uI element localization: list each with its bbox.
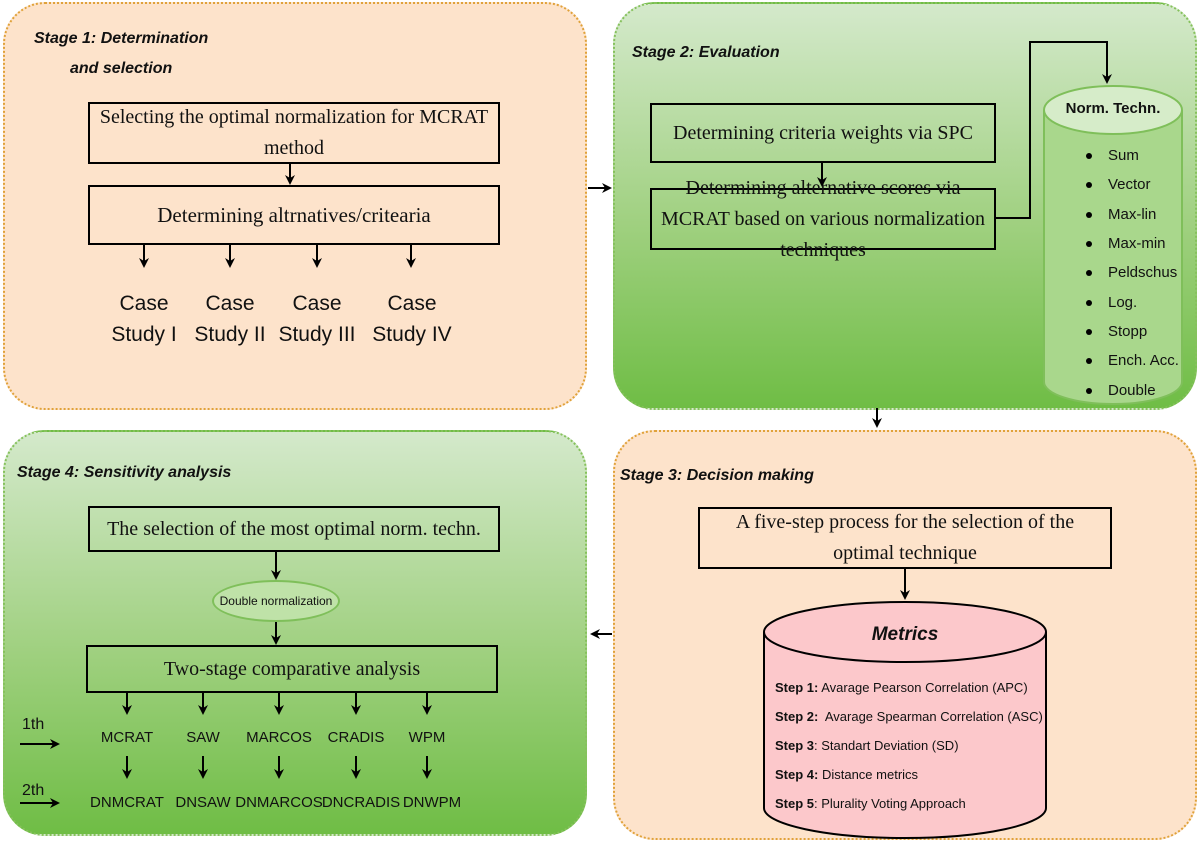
case-study-3-line2: Study III [278, 323, 356, 346]
stage2-alternative-scores-box: Determining alternative scores via MCRAT… [650, 177, 996, 261]
metric-step-5-text: : Plurality Voting Approach [814, 796, 966, 811]
stage1-title-line1: Stage 1: Determination [34, 30, 209, 47]
row2-label: 2th [22, 782, 45, 799]
case-study-2-line2: Study II [194, 323, 266, 346]
method-dnsaw: DNSAW [175, 794, 231, 811]
stage1-title-line2: and selection [70, 60, 173, 77]
technique-max-min: Max-min [1108, 235, 1166, 252]
metric-step-5: Step 5: Plurality Voting Approach [775, 796, 966, 811]
case-study-3: Case Study III [269, 288, 365, 350]
metric-step-4-label: Step 4: [775, 767, 819, 782]
method-dnwpm: DNWPM [402, 794, 462, 811]
stage2-title: Stage 2: Evaluation [632, 44, 780, 61]
technique-ench-acc: Ench. Acc. [1108, 352, 1179, 369]
stage4-title: Stage 4: Sensitivity analysis [17, 464, 232, 481]
bullet-icon [1086, 329, 1092, 335]
method-dnmcrat: DNMCRAT [90, 794, 164, 811]
case-study-1-line1: Case [119, 292, 169, 315]
case-study-4-line1: Case [387, 292, 437, 315]
row1-label: 1th [22, 716, 45, 733]
metric-step-4: Step 4: Distance metrics [775, 767, 918, 782]
case-study-1-line2: Study I [111, 323, 177, 346]
metric-step-2: Step 2: Avarage Spearman Correlation (AS… [775, 709, 1043, 724]
case-study-2: Case Study II [182, 288, 278, 350]
technique-peldschus: Peldschus [1108, 264, 1178, 281]
stage3-title: Stage 3: Decision making [620, 467, 814, 484]
metric-step-1: Step 1: Avarage Pearson Correlation (APC… [775, 680, 1028, 695]
stage4-optimal-selection-box: The selection of the most optimal norm. … [88, 506, 500, 552]
metric-step-5-label: Step 5 [775, 796, 815, 811]
bullet-icon [1086, 300, 1092, 306]
case-study-3-line1: Case [292, 292, 342, 315]
stage3-five-step-box: A five-step process for the selection of… [698, 507, 1112, 569]
bullet-icon [1086, 270, 1092, 276]
method-dnmarcos: DNMARCOS [235, 794, 323, 811]
stage2-criteria-weights-box: Determining criteria weights via SPC [650, 103, 996, 163]
double-normalization-ellipse: Double normalization [212, 580, 340, 622]
bullet-icon [1086, 153, 1092, 159]
technique-sum: Sum [1108, 147, 1139, 164]
method-dncradis: DNCRADIS [321, 794, 401, 811]
case-study-1: Case Study I [96, 288, 192, 350]
case-study-4-line2: Study IV [372, 323, 452, 346]
stage1-title: Stage 1: Determination and selection [34, 24, 208, 84]
bullet-icon [1086, 212, 1092, 218]
method-marcos: MARCOS [246, 729, 312, 746]
metric-step-4-text: Distance metrics [818, 767, 919, 782]
stage1-alternatives-criteria-box: Determining altrnatives/critearia [88, 185, 500, 245]
method-mcrat: MCRAT [100, 729, 154, 746]
metric-step-1-text: Avarage Pearson Correlation (APC) [818, 680, 1028, 695]
metrics-title: Metrics [871, 624, 939, 645]
bullet-icon [1086, 388, 1092, 394]
method-wpm: WPM [408, 729, 446, 746]
metric-step-3: Step 3: Standart Deviation (SD) [775, 738, 959, 753]
metric-step-2-label: Step 2: [775, 709, 819, 724]
metric-step-3-text: : Standart Deviation (SD) [814, 738, 959, 753]
metric-step-1-label: Step 1: [775, 680, 819, 695]
norm-techniques-title: Norm. Techn. [1065, 100, 1161, 117]
bullet-icon [1086, 182, 1092, 188]
bullet-icon [1086, 358, 1092, 364]
bullet-icon [1086, 241, 1092, 247]
method-cradis: CRADIS [327, 729, 385, 746]
metric-step-3-label: Step 3 [775, 738, 815, 753]
stage4-comparative-analysis-box: Two-stage comparative analysis [86, 645, 498, 693]
technique-double: Double [1108, 382, 1156, 399]
case-study-4: Case Study IV [364, 288, 460, 350]
case-study-2-line1: Case [205, 292, 255, 315]
technique-log: Log. [1108, 294, 1138, 311]
stage4-panel [3, 430, 587, 836]
metric-step-2-text: Avarage Spearman Correlation (ASC) [818, 709, 1043, 724]
technique-max-lin: Max-lin [1108, 206, 1157, 223]
stage1-optimal-normalization-box: Selecting the optimal normalization for … [88, 102, 500, 164]
method-saw: SAW [186, 729, 220, 746]
technique-vector: Vector [1108, 176, 1151, 193]
technique-stopp: Stopp [1108, 323, 1148, 340]
